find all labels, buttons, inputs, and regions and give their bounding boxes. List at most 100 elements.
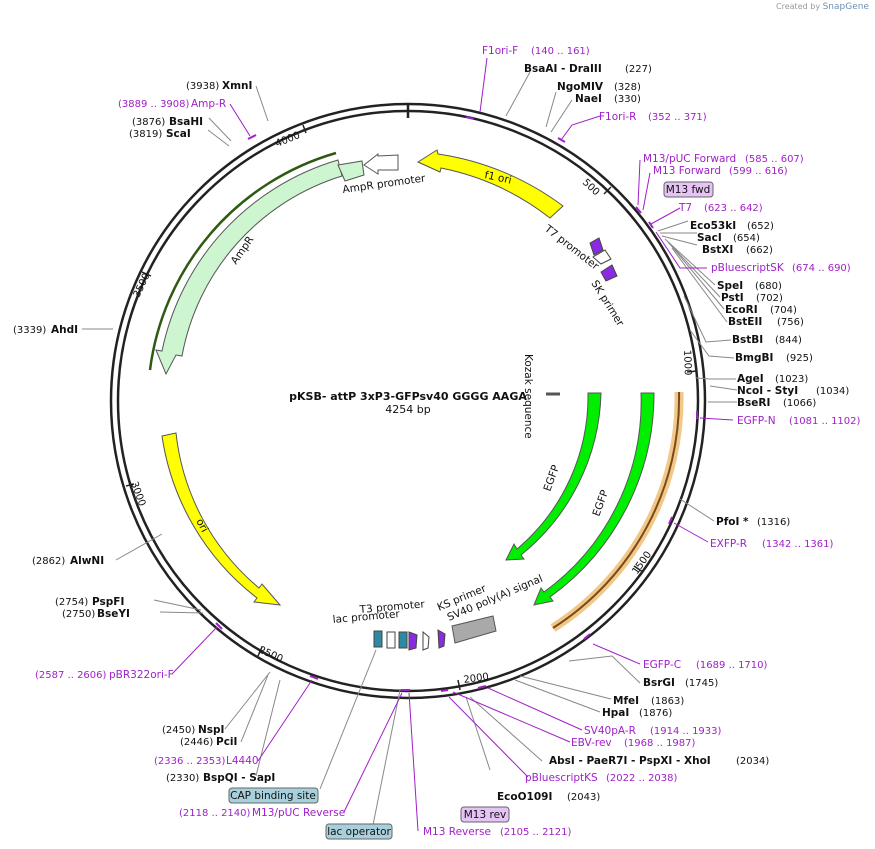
ampr-feature: AmpR: [148, 151, 343, 376]
site-pfoi: PfoI *(1316): [716, 516, 790, 528]
svg-text:BsaHI: BsaHI: [169, 116, 203, 128]
svg-text:Amp-R: Amp-R: [191, 98, 226, 110]
f1-ori-feature: f1 ori: [416, 149, 564, 219]
svg-text:NcoI - StyI: NcoI - StyI: [737, 385, 798, 397]
primer-ebv-rev: EBV-rev(1968 .. 1987): [571, 737, 696, 749]
tick-2000: 2000: [457, 672, 490, 691]
sv40-feature: SV40 poly(A) signal: [445, 573, 545, 644]
svg-text:f1 ori: f1 ori: [483, 169, 512, 186]
site-scai: (3819) ScaI: [129, 128, 191, 140]
ori-feature: ori: [161, 432, 282, 606]
svg-text:SK primer: SK primer: [588, 278, 626, 329]
svg-text:AhdI: AhdI: [51, 324, 78, 336]
site-naei: NaeI(330): [575, 93, 641, 105]
plasmid-size: 4254 bp: [385, 403, 430, 416]
svg-text:M13 rev: M13 rev: [464, 809, 507, 821]
site-nspi: (2450)NspI: [162, 724, 224, 736]
svg-text:NgoMIV: NgoMIV: [557, 81, 604, 93]
svg-text:AgeI: AgeI: [737, 373, 764, 385]
svg-text:(2450): (2450): [162, 725, 195, 736]
site-bsaai-draiii: BsaAI - DraIII (227): [524, 63, 652, 75]
primer-sv40pa-r: SV40pA-R (1914 .. 1933): [584, 725, 722, 737]
primer-pbluescriptsk: pBluescriptSK(674 .. 690): [711, 262, 851, 274]
lac-region-features: lac promoter T3 promoter: [332, 598, 446, 651]
svg-text:L4440: L4440: [226, 755, 259, 767]
svg-text:MfeI: MfeI: [613, 695, 639, 707]
primer-m13-forward: M13 Forward(599 .. 616): [653, 165, 788, 177]
svg-text:EBV-rev: EBV-rev: [571, 737, 612, 749]
svg-text:(652): (652): [747, 221, 774, 232]
svg-text:EcoRI: EcoRI: [725, 304, 758, 316]
site-ecori: EcoRI (704): [725, 304, 797, 316]
m13-rev-box: M13 rev: [460, 806, 510, 823]
svg-text:F1ori-R: F1ori-R: [599, 111, 636, 123]
primer-t7: T7(623 .. 642): [678, 202, 763, 214]
svg-text:(352 .. 371): (352 .. 371): [648, 112, 707, 123]
svg-text:(227): (227): [625, 64, 652, 75]
svg-text:EcoO109I: EcoO109I: [497, 791, 552, 803]
svg-text:(3819): (3819): [129, 129, 162, 140]
svg-text:M13 fwd: M13 fwd: [666, 184, 711, 196]
svg-text:AbsI - PaeR7I - PspXI - Xho: AbsI - PaeR7I - PspXI - XhoI: [549, 755, 711, 767]
primer-m13puc-forward: M13/pUC Forward(585 .. 607): [643, 153, 804, 165]
svg-text:(1689 .. 1710): (1689 .. 1710): [696, 660, 768, 671]
primer-pbluescriptks: pBluescriptKS(2022 .. 2038): [525, 772, 678, 784]
svg-text:AlwNI: AlwNI: [70, 555, 104, 567]
site-bseyi: (2750)BseYI: [62, 608, 130, 620]
svg-text:(2862): (2862): [32, 556, 65, 567]
svg-text:SV40pA-R: SV40pA-R: [584, 725, 636, 737]
site-hpai: HpaI (1876): [602, 707, 672, 719]
svg-text:EGFP-N: EGFP-N: [737, 415, 776, 427]
watermark-prefix: Created by: [776, 2, 821, 11]
ampr-promoter-feature: AmpR promoter: [337, 152, 427, 196]
primer-amp-r: (3889 .. 3908)Amp-R: [118, 98, 226, 110]
svg-text:ScaI: ScaI: [166, 128, 191, 140]
tick-1000: 1000: [681, 350, 698, 376]
primer-leader-lines: [171, 57, 734, 832]
svg-text:BstXI: BstXI: [702, 244, 733, 256]
svg-text:BseRI: BseRI: [737, 397, 770, 409]
site-bsteii: BstEII(756): [728, 316, 804, 328]
svg-text:(1342 .. 1361): (1342 .. 1361): [762, 539, 834, 550]
svg-text:HpaI: HpaI: [602, 707, 629, 719]
sk-primer-feature: SK primer: [588, 264, 626, 329]
site-xmni: (3938)XmnI: [186, 80, 252, 92]
svg-text:(2043): (2043): [567, 792, 600, 803]
svg-text:(1316): (1316): [757, 517, 790, 528]
svg-text:Eco53kI: Eco53kI: [690, 220, 736, 232]
svg-text:(704): (704): [770, 305, 797, 316]
svg-text:CAP binding site: CAP binding site: [230, 790, 316, 802]
svg-text:(3339): (3339): [13, 325, 46, 336]
primer-exfp-r: EXFP-R(1342 .. 1361): [710, 538, 834, 550]
svg-text:BsrGI: BsrGI: [643, 677, 675, 689]
svg-text:NaeI: NaeI: [575, 93, 602, 105]
svg-text:(662): (662): [746, 245, 773, 256]
svg-text:(1081 .. 1102): (1081 .. 1102): [789, 416, 861, 427]
watermark-brand: SnapGene: [822, 2, 869, 12]
svg-text:EGFP-C: EGFP-C: [643, 659, 681, 671]
svg-text:T3 promoter: T3 promoter: [358, 598, 426, 616]
svg-text:(140 .. 161): (140 .. 161): [531, 46, 590, 57]
svg-text:XmnI: XmnI: [222, 80, 252, 92]
svg-text:(3876): (3876): [132, 117, 165, 128]
snapgene-watermark: Created by SnapGene: [776, 2, 869, 12]
svg-text:pBluescriptSK: pBluescriptSK: [711, 262, 785, 274]
primer-m13-reverse: M13 Reverse(2105 .. 2121): [423, 826, 572, 838]
site-ahdi: (3339) AhdI: [13, 324, 78, 336]
svg-text:(1863): (1863): [651, 696, 684, 707]
svg-text:T7: T7: [678, 202, 692, 214]
svg-text:BstEII: BstEII: [728, 316, 762, 328]
svg-text:NspI: NspI: [198, 724, 224, 736]
primer-markers: [215, 116, 698, 692]
svg-text:EGFP: EGFP: [591, 488, 612, 518]
svg-text:BsaAI - DraIII: BsaAI - DraIII: [524, 63, 602, 75]
site-bspqi-sapi: (2330)BspQI - SapI: [166, 772, 275, 784]
site-pcii: (2446)PciI: [180, 736, 237, 748]
kozak-feature: Kozak sequence: [522, 354, 560, 439]
svg-text:(654): (654): [733, 233, 760, 244]
primer-pbr322ori-f: (2587 .. 2606)pBR322ori-F: [35, 669, 174, 681]
svg-text:(1876): (1876): [639, 708, 672, 719]
svg-text:(1914 .. 1933): (1914 .. 1933): [650, 726, 722, 737]
site-absi-xhoi: AbsI - PaeR7I - PspXI - XhoI(2034): [549, 755, 769, 767]
site-ncoi-styi: NcoI - StyI(1034): [737, 385, 849, 397]
